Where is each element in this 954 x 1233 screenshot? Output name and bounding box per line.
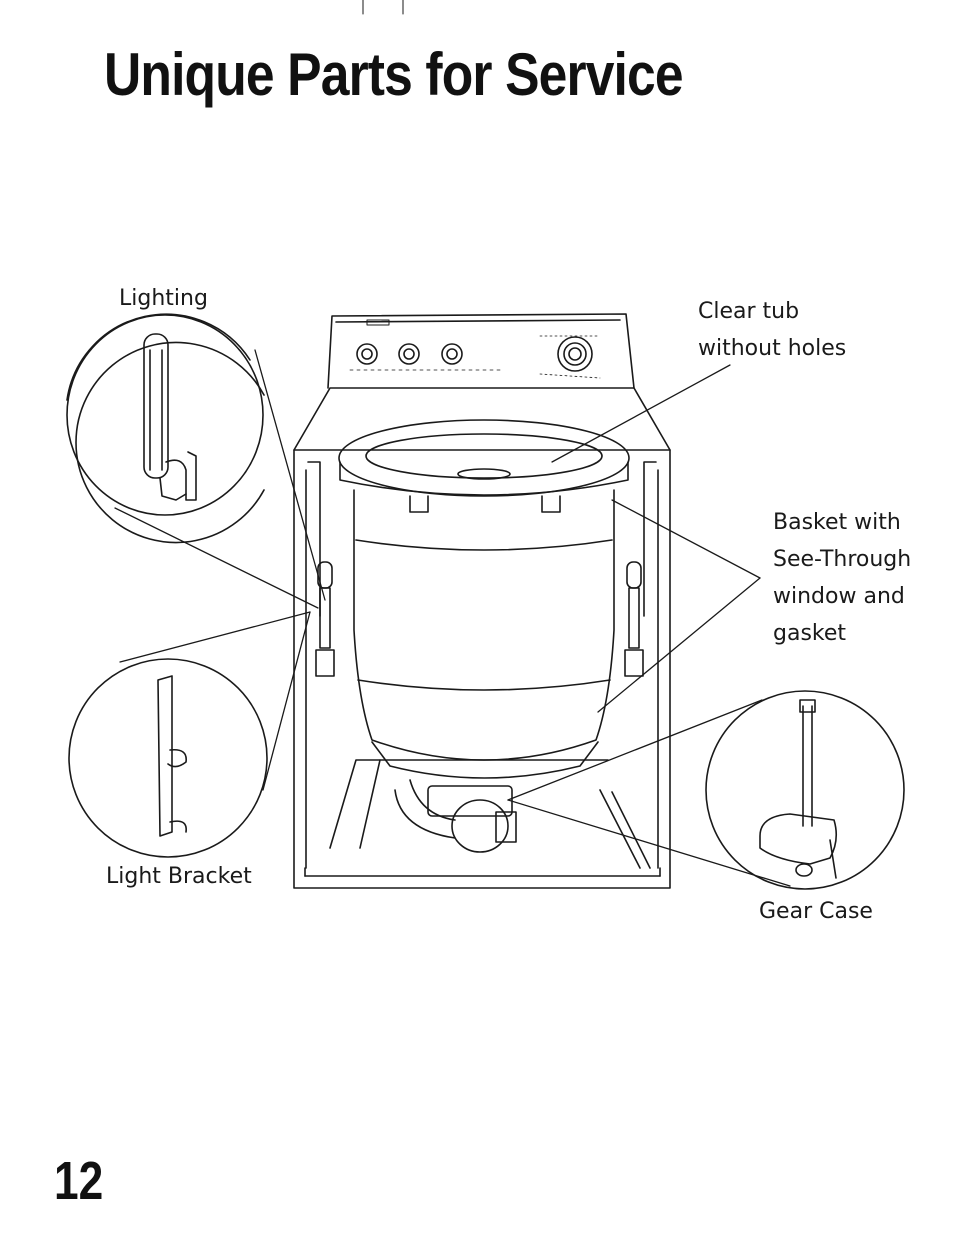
callout-clear-tub: Clear tub without holes [698,293,846,367]
callout-lighting: Lighting [119,280,208,317]
callout-light-bracket: Light Bracket [106,858,252,895]
page-title: Unique Parts for Service [104,41,684,108]
crop-marks [362,0,404,15]
leader-lines [114,349,791,887]
clear-tub [338,419,630,779]
callout-gear-case-line: Gear Case [759,899,873,924]
callout-basket-line: Basket with [773,510,901,535]
callout-lighting-line: Lighting [119,286,208,311]
lighting-detail [66,313,265,544]
callout-basket-line: See-Through [773,547,912,572]
callout-clear-tub-line: without holes [698,336,847,361]
callout-basket: Basket with See-Through window and gaske… [773,504,911,652]
callout-light-bracket-line: Light Bracket [106,864,252,889]
callout-basket-line: window and [773,584,905,609]
callout-clear-tub-line: Clear tub [698,299,800,324]
page-number: 12 [54,1151,104,1211]
drive-assembly [329,759,651,869]
callout-gear-case: Gear Case [759,893,873,930]
callout-basket-line: gasket [773,621,847,646]
bracket-detail [68,658,268,858]
cabinet-lights [315,561,644,677]
gear-case-detail [705,690,905,890]
control-console [327,313,635,389]
